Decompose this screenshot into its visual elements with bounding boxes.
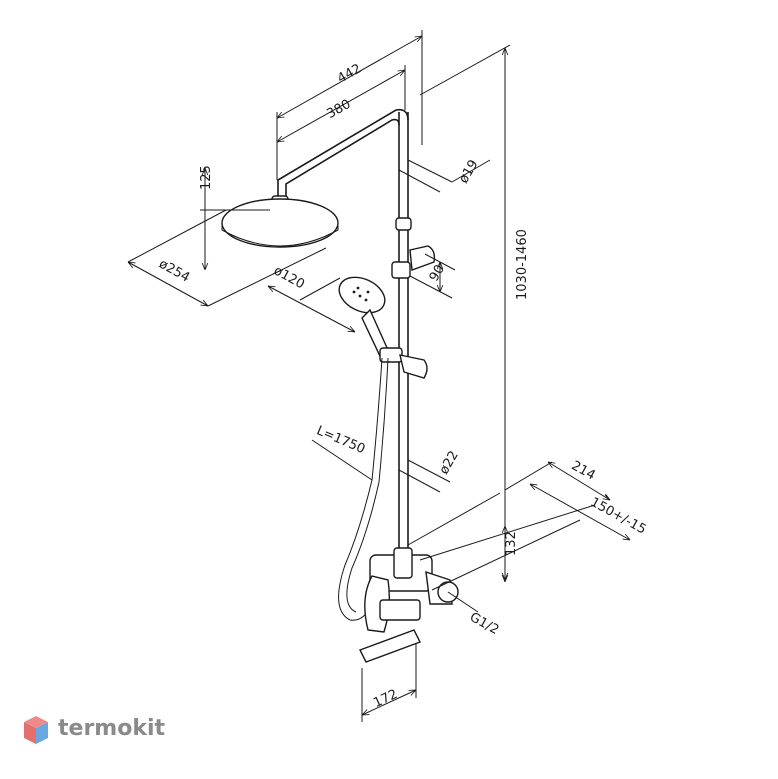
label-90: 90 xyxy=(427,262,448,284)
label-442: 442 xyxy=(335,61,364,86)
brand-logo-icon xyxy=(24,716,48,744)
label-150: 150+/-15 xyxy=(588,495,649,538)
dim-150: 150+/-15 xyxy=(407,484,649,591)
dim-pipe-upper: ø19 xyxy=(398,157,491,193)
dim-214: 214 xyxy=(504,458,610,500)
dim-90: 90 xyxy=(409,253,456,299)
label-254: ø254 xyxy=(156,257,192,286)
dim-height-range: 1030-1460 xyxy=(419,44,530,582)
label-1750: L=1750 xyxy=(314,423,367,457)
riser-pipe xyxy=(398,112,409,555)
mixer-body xyxy=(359,547,459,663)
dim-125: 125 xyxy=(199,165,270,270)
label-19: ø19 xyxy=(456,157,481,186)
dim-132: 132 xyxy=(504,526,519,580)
hand-shower xyxy=(338,276,428,379)
shower-arm xyxy=(277,108,409,196)
label-g12: G1/2 xyxy=(467,610,501,638)
dim-hose-length: L=1750 xyxy=(311,423,373,481)
label-172: 172 xyxy=(371,687,400,711)
label-1030-1460: 1030-1460 xyxy=(515,229,530,300)
slider-bracket xyxy=(391,217,436,279)
brand-name: termokit xyxy=(58,716,166,741)
label-120: ø120 xyxy=(271,263,307,292)
overhead-shower-head xyxy=(221,195,339,248)
label-22: ø22 xyxy=(437,448,462,477)
hose xyxy=(338,357,389,621)
label-214: 214 xyxy=(569,458,598,483)
label-125: 125 xyxy=(199,165,214,190)
label-132: 132 xyxy=(504,531,519,556)
label-380: 380 xyxy=(324,97,353,122)
